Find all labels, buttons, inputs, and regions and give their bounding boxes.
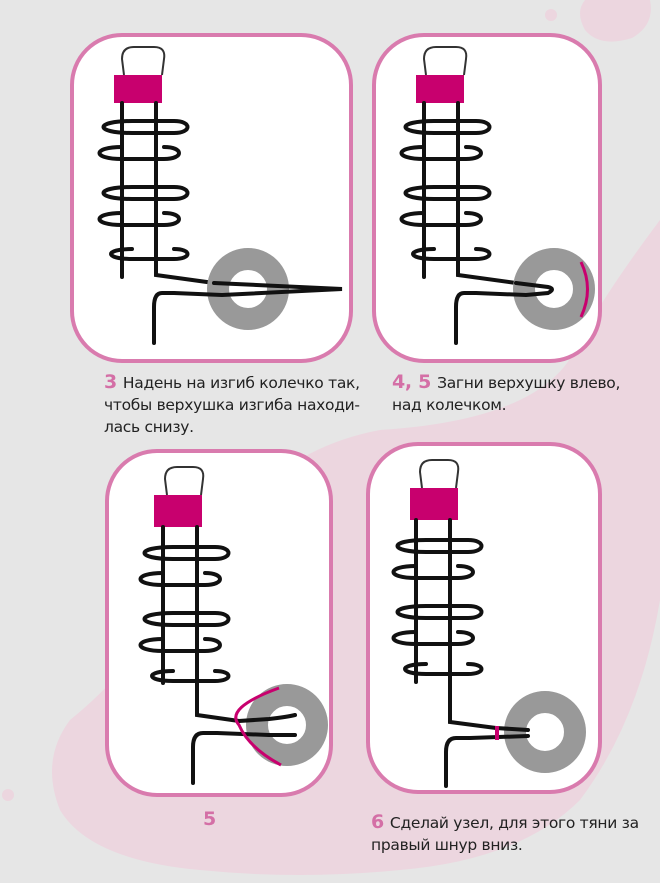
binder-clip-icon <box>410 459 460 520</box>
accent-arc <box>234 686 282 767</box>
diagram-step-3 <box>97 46 343 345</box>
panel-step-4-5 <box>372 33 602 363</box>
caption-text: лась снизу. <box>104 418 194 436</box>
caption-line: 6 Сделай узел, для этого тяни за <box>371 811 639 834</box>
ring-icon <box>246 684 328 766</box>
caption-text: Загни верхушку влево, <box>437 374 621 392</box>
blob-dot-2 <box>603 563 617 577</box>
panel-step-5 <box>105 449 333 797</box>
cord-loop <box>172 281 343 298</box>
ring-icon <box>513 248 595 330</box>
caption-step-4-5: 4, 5 Загни верхушку влево, над колечком. <box>392 371 620 416</box>
panel-step-3 <box>70 33 353 363</box>
caption-text: Сделай узел, для этого тяни за <box>389 814 639 832</box>
knot-mark <box>495 726 499 740</box>
caption-text: над колечком. <box>392 396 507 414</box>
binder-clip-icon <box>154 466 205 527</box>
step-number: 5 <box>203 808 216 830</box>
step-number: 6 <box>371 811 384 833</box>
caption-text: Надень на изгиб колечко так, <box>122 374 360 392</box>
caption-text: чтобы верхушка изгиба находи- <box>104 396 360 414</box>
panel-step-6 <box>366 442 602 794</box>
caption-line: 4, 5 Загни верхушку влево, <box>392 371 620 394</box>
caption-step-5: 5 <box>203 808 222 831</box>
macrame-knot-icon <box>97 101 216 345</box>
blob-dot-3 <box>2 789 14 801</box>
diagram-step-4-5 <box>399 46 595 345</box>
caption-line: 3 Надень на изгиб колечко так, <box>104 371 360 394</box>
step-number: 4, 5 <box>392 371 432 393</box>
binder-clip-icon <box>114 46 166 103</box>
caption-step-3: 3 Надень на изгиб колечко так, чтобы верх… <box>104 371 360 438</box>
diagram-step-5 <box>138 466 328 785</box>
blob-dot-1 <box>545 9 557 21</box>
ring-icon <box>504 691 586 773</box>
binder-clip-icon <box>416 46 468 103</box>
cord-loop <box>474 281 554 298</box>
step-number: 3 <box>104 371 117 393</box>
caption-text: правый шнур вниз. <box>371 836 523 854</box>
caption-step-6: 6 Сделай узел, для этого тяни за правый ш… <box>371 811 639 856</box>
diagram-step-6 <box>391 459 586 788</box>
blob-top-right <box>580 0 651 42</box>
macrame-knot-icon <box>399 101 518 345</box>
ring-icon <box>207 248 289 330</box>
accent-arc <box>579 261 589 318</box>
macrame-knot-icon <box>138 525 241 785</box>
macrame-knot-icon <box>391 518 498 788</box>
cord-loop <box>215 713 297 737</box>
